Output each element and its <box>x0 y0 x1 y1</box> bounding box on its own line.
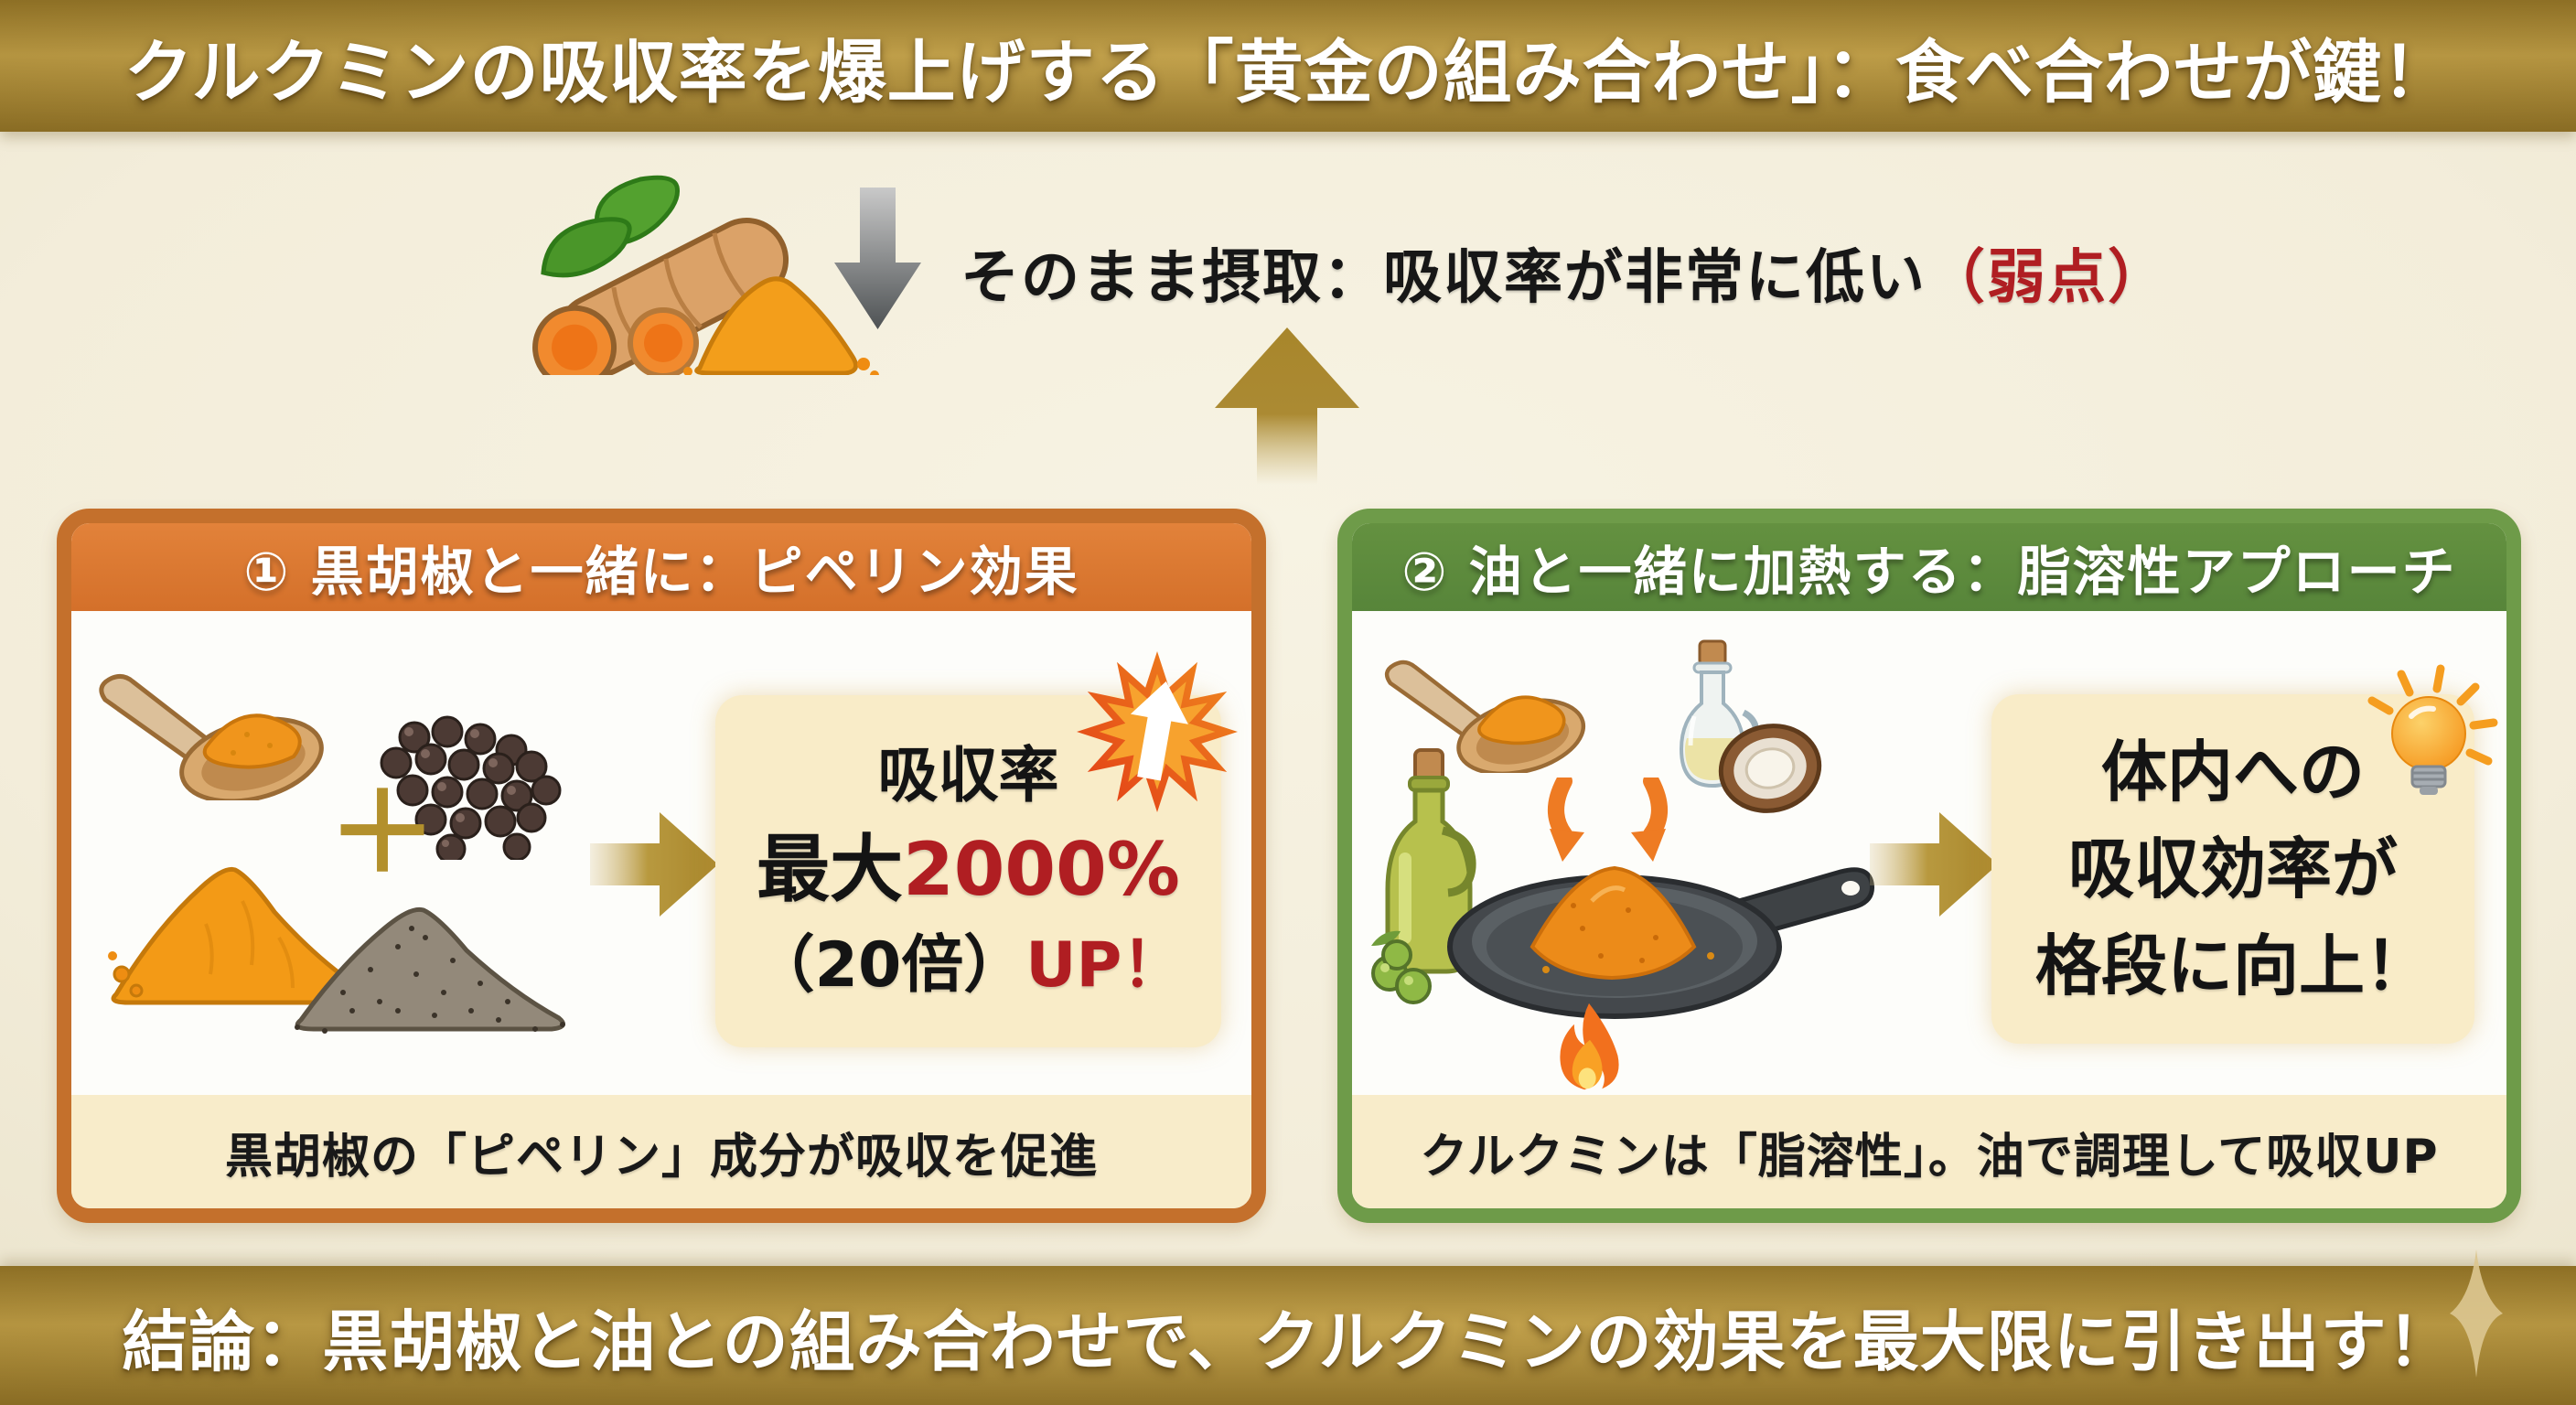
oil-result-line1: 体内への <box>2100 734 2365 810</box>
page-title: クルクミンの吸収率を爆上げする「黄金の組み合わせ」：食べ合わせが鍵！ <box>123 31 2453 113</box>
oil-header-label: ② 油と一緒に加熱する：脂溶性アプローチ <box>1401 541 2457 603</box>
oil-result-line3: 格段に向上！ <box>2034 928 2431 1004</box>
pepper-result-line3: （20倍）UP！ <box>752 928 1185 1002</box>
oil-caption: クルクミンは「脂溶性」。油で調理して吸収UP <box>1352 1095 2506 1208</box>
pepper-header-label: ① 黒胡椒と一緒に：ピペリン効果 <box>243 541 1079 603</box>
conclusion-banner: 結論：黒胡椒と油との組み合わせで、クルクミンの効果を最大限に引き出す！ <box>0 1266 2576 1405</box>
pepper-pile-icon <box>288 883 572 1034</box>
oil-result-card: 体内への 吸収効率が 格段に向上！ <box>1991 694 2474 1044</box>
intro-label: そのまま摂取：吸収率が非常に低い <box>961 244 1927 312</box>
pepper-caption: 黒胡椒の「ピペリン」成分が吸収を促進 <box>71 1095 1251 1208</box>
right-arrow-icon <box>1870 805 1998 924</box>
oil-panel: ② 油と一緒に加熱する：脂溶性アプローチ <box>1337 509 2521 1223</box>
down-arrow-icon <box>834 188 921 329</box>
flame-icon <box>1546 1002 1633 1093</box>
oil-panel-header: ② 油と一緒に加熱する：脂溶性アプローチ <box>1352 523 2506 611</box>
intro-text: そのまま摂取：吸収率が非常に低い（弱点） <box>961 231 2168 315</box>
burst-up-arrow-icon <box>1070 645 1244 819</box>
coconut-icon <box>1718 721 1823 817</box>
pepper-panel-header: ① 黒胡椒と一緒に：ピペリン効果 <box>71 523 1251 611</box>
frying-pan-icon <box>1445 819 1875 1020</box>
curved-down-arrow-icon <box>1537 778 1605 864</box>
right-arrow-icon <box>590 805 718 924</box>
up-arrow-icon <box>1215 327 1359 485</box>
conclusion-text: 結論：黒胡椒と油との組み合わせで、クルクミンの効果を最大限に引き出す！ <box>122 1303 2454 1380</box>
intro-weakness: （弱点） <box>1927 244 2168 312</box>
pepper-panel: ① 黒胡椒と一緒に：ピペリン効果 <box>57 509 1266 1223</box>
peppercorns-icon <box>361 713 567 860</box>
spoon-turmeric-icon <box>96 672 325 800</box>
spoon-turmeric-icon <box>1381 659 1587 773</box>
curved-down-arrow-icon <box>1610 778 1679 864</box>
lightbulb-icon <box>2360 651 2502 807</box>
turmeric-illustration-icon <box>494 156 887 375</box>
sparkle-icon <box>2426 1249 2527 1378</box>
olive-oil-bottle-icon <box>1363 743 1500 1008</box>
pepper-result-line1: 吸収率 <box>877 739 1059 810</box>
title-banner: クルクミンの吸収率を爆上げする「黄金の組み合わせ」：食べ合わせが鍵！ <box>0 0 2576 132</box>
pepper-result-line2: 最大2000% <box>757 826 1180 912</box>
plus-icon: ＋ <box>327 770 437 897</box>
oil-result-line2: 吸収効率が <box>2067 831 2398 907</box>
